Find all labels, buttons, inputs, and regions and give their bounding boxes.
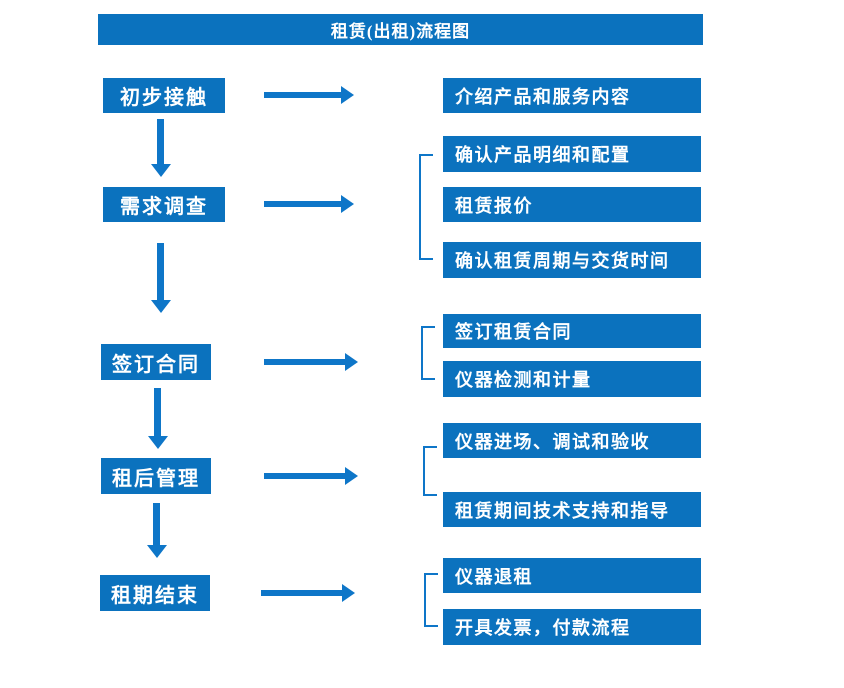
down-arrow-1	[150, 119, 171, 177]
diagram-title: 租赁(出租)流程图	[330, 22, 471, 41]
detail-box-tech-support: 租赁期间技术支持和指导	[443, 492, 701, 527]
right-arrow-3	[264, 353, 358, 371]
detail-box-sign-rental-contract: 签订租赁合同	[443, 314, 701, 348]
stage-box-initial-contact: 初步接触	[103, 78, 225, 113]
detail-box-confirm-period: 确认租赁周期与交货时间	[443, 242, 701, 278]
diagram-title-bar: 租赁(出租)流程图	[98, 14, 703, 45]
down-arrow-3	[147, 388, 168, 449]
right-arrow-1	[264, 86, 354, 104]
detail-box-invoice-payment: 开具发票，付款流程	[443, 609, 701, 645]
detail-box-instrument-setup: 仪器进场、调试和验收	[443, 423, 701, 458]
group-bracket-demand-survey	[419, 154, 433, 260]
group-bracket-sign-contract	[421, 326, 435, 380]
stage-box-sign-contract: 签订合同	[101, 344, 211, 380]
detail-box-instrument-inspection: 仪器检测和计量	[443, 361, 701, 397]
group-bracket-post-rental	[423, 446, 437, 496]
detail-box-intro-products: 介绍产品和服务内容	[443, 78, 701, 113]
right-arrow-5	[261, 584, 355, 602]
right-arrow-2	[264, 195, 354, 213]
group-bracket-rental-end	[424, 573, 438, 627]
detail-box-confirm-details: 确认产品明细和配置	[443, 136, 701, 172]
down-arrow-2	[150, 243, 171, 313]
stage-box-rental-end: 租期结束	[100, 575, 210, 611]
right-arrow-4	[264, 467, 358, 485]
stage-box-demand-survey: 需求调查	[103, 187, 225, 222]
detail-box-rental-quote: 租赁报价	[443, 187, 701, 222]
down-arrow-4	[146, 503, 167, 558]
detail-box-instrument-return: 仪器退租	[443, 558, 701, 593]
stage-box-post-rental-management: 租后管理	[101, 458, 211, 494]
